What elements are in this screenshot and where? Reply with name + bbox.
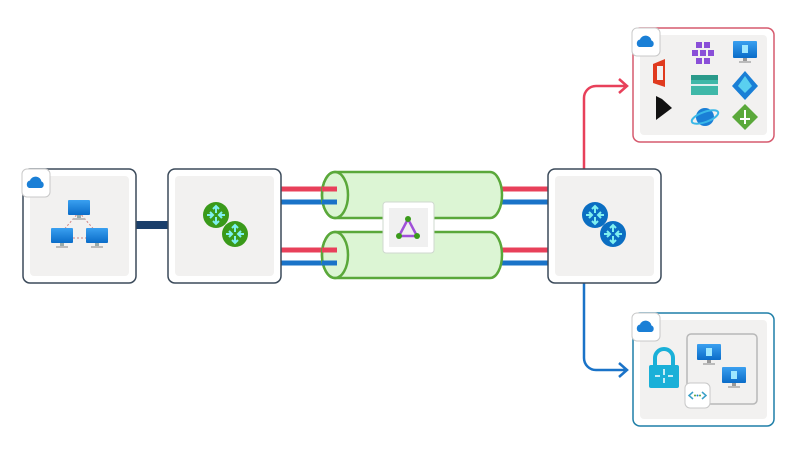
app-gateway-icon [732,104,758,130]
storage-icon [691,75,718,95]
virtual-machine-icon [733,41,757,63]
virtual-machine-icon [722,367,746,388]
virtual-machine-icon [697,344,721,365]
secondary-path-to-vnet [582,283,629,378]
on-prem-link [136,221,169,229]
on-premises-network-node[interactable] [21,168,137,284]
expressroute-tunnel-primary [320,170,504,220]
cloud-icon [631,312,661,342]
primary-secondary-paths-right [498,186,549,266]
microsoft-cloud-services-node[interactable] [631,27,775,143]
primary-path-to-cloud [582,78,629,169]
cloud-icon [631,27,661,57]
microsoft-edge-router-node[interactable] [547,168,662,284]
expressroute-circuit[interactable] [382,201,435,254]
kubernetes-icon [692,42,714,64]
cosmos-db-icon [690,108,720,126]
expressroute-icon [396,216,420,239]
vpn-gateway-icon [649,347,679,388]
dynamics-icon [656,96,672,120]
expressroute-tunnel-secondary [320,230,504,280]
subnet-group [686,333,758,405]
customer-edge-router-node[interactable] [167,168,282,284]
office-365-icon [653,59,665,87]
active-directory-icon [732,71,758,100]
network-computers-icon [51,200,108,248]
cloud-icon [21,168,51,198]
vnet-icon [684,382,711,409]
virtual-network-node[interactable] [631,312,775,427]
